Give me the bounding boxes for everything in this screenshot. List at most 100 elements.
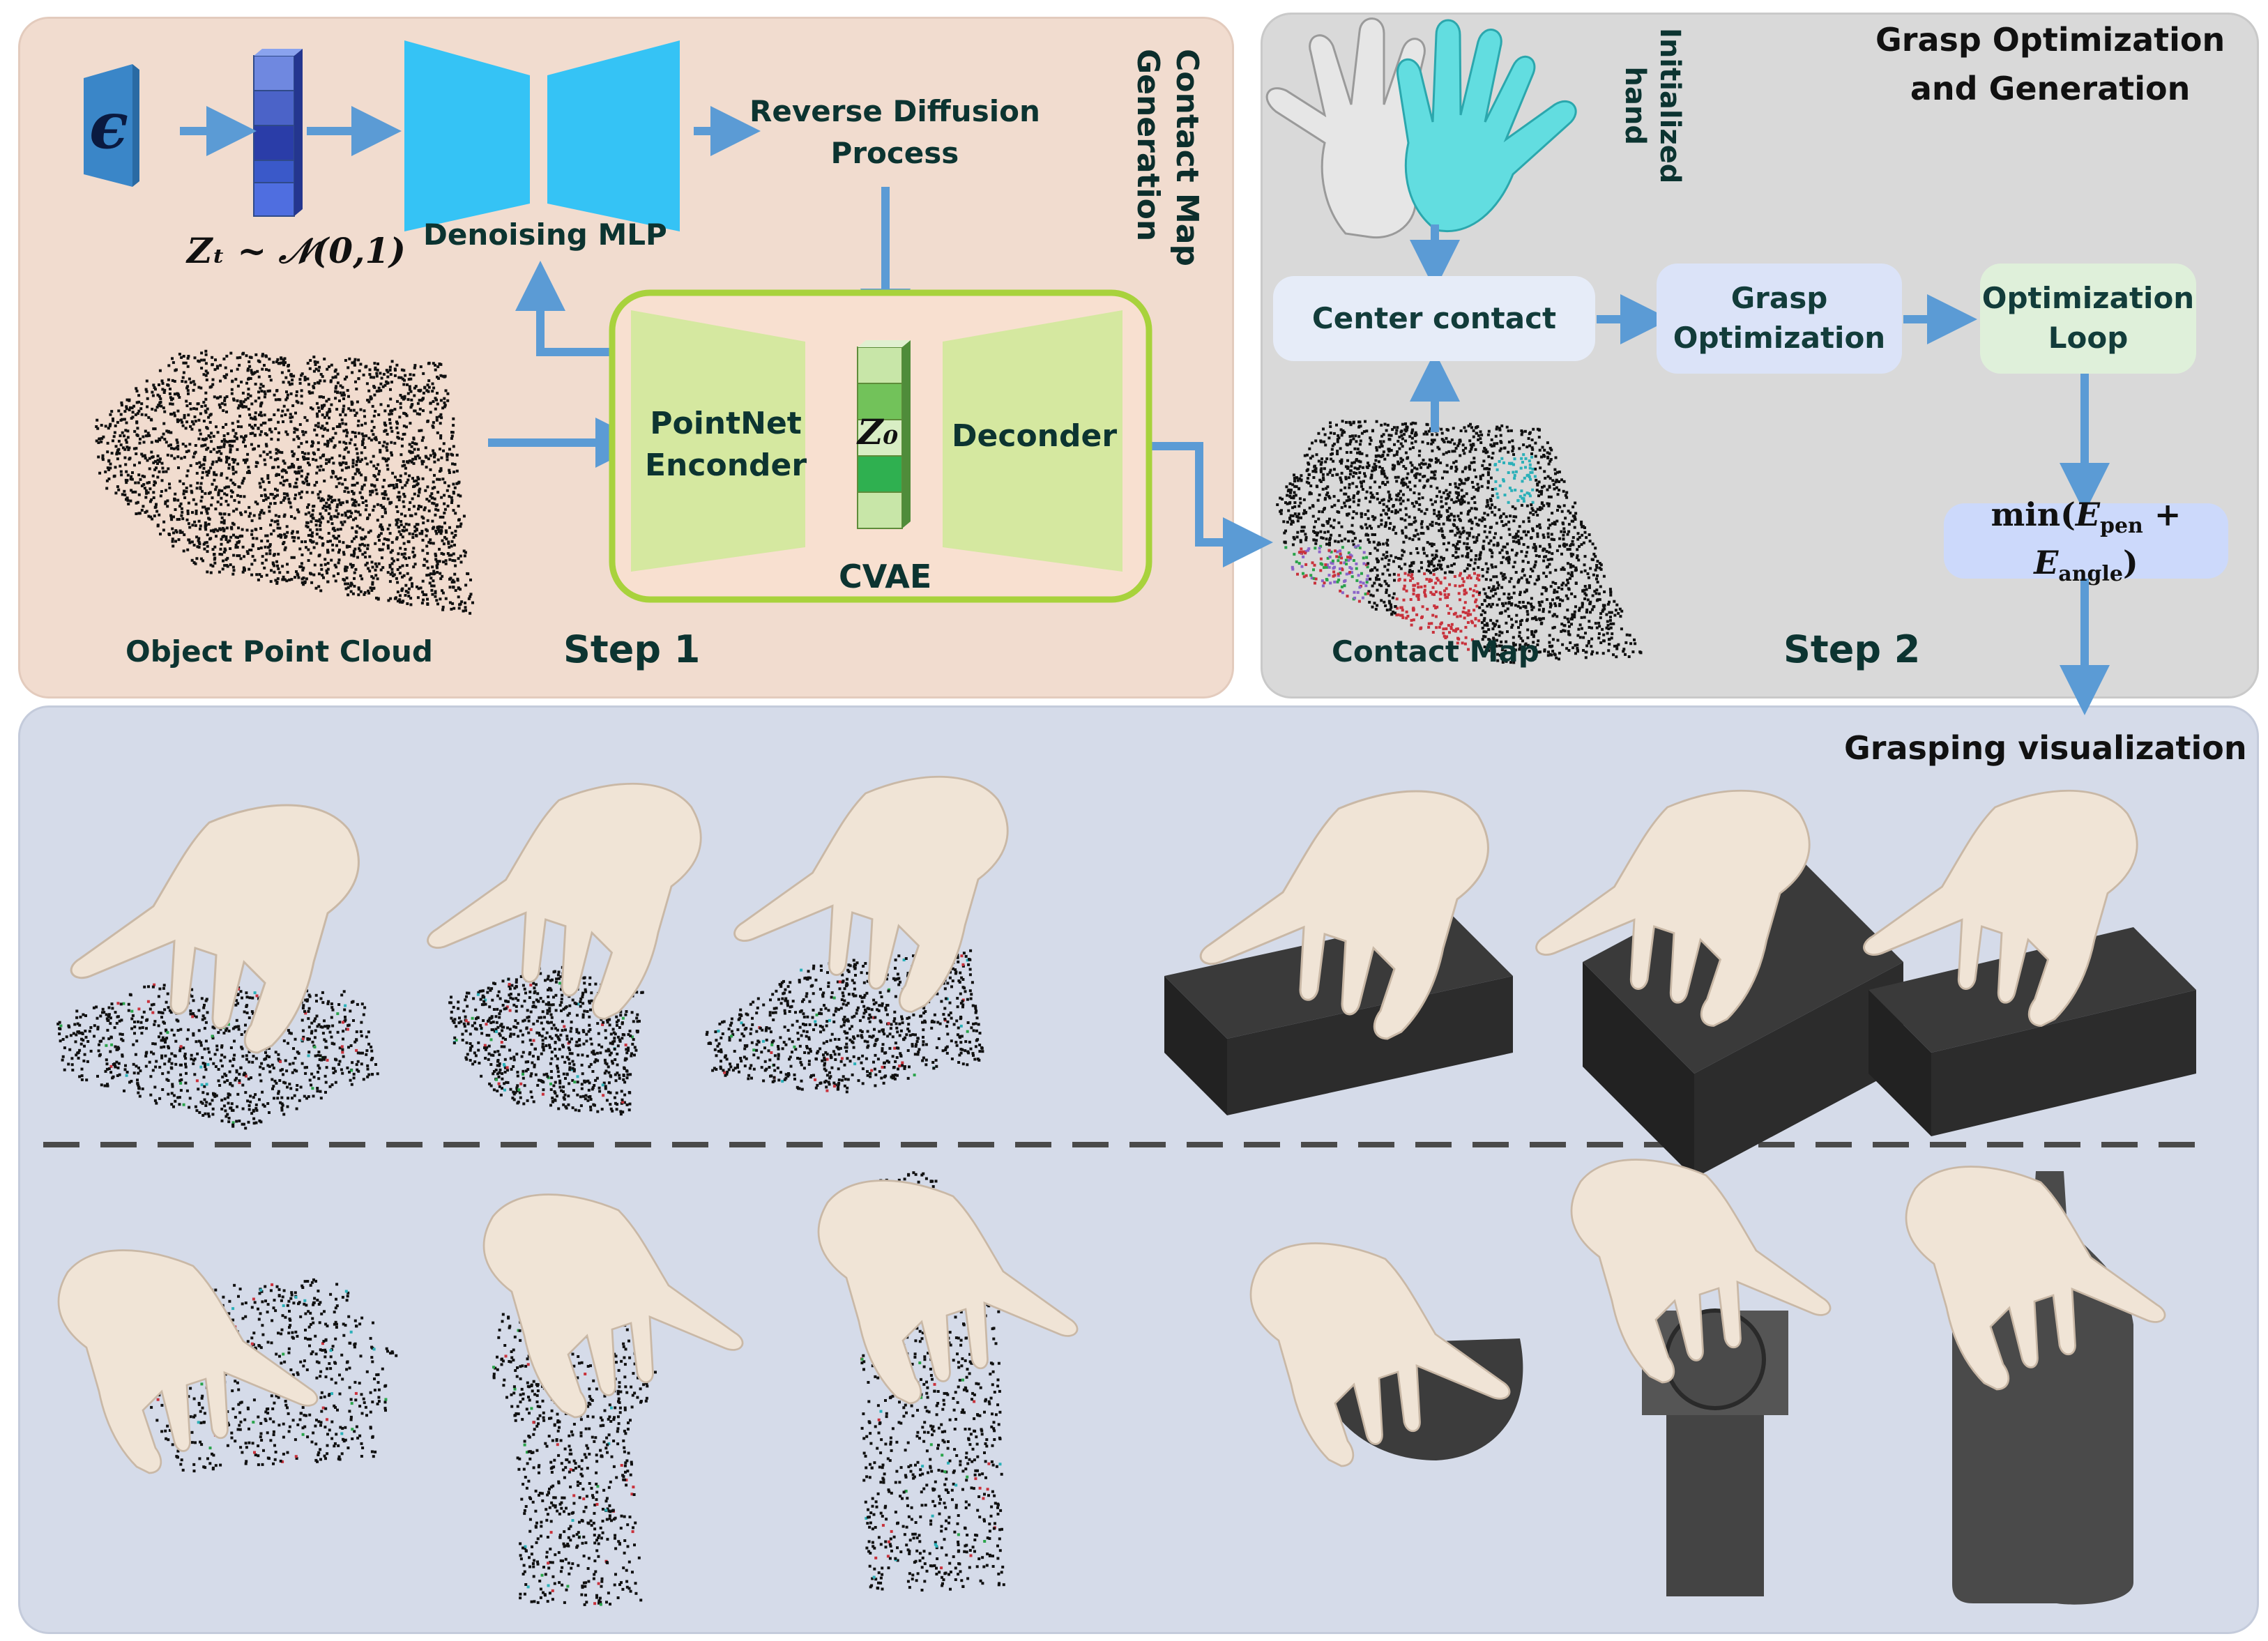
point — [411, 585, 413, 588]
point — [220, 516, 224, 519]
visualization-panel — [18, 705, 2259, 1634]
point — [1286, 494, 1289, 497]
point — [1539, 491, 1543, 494]
point — [1466, 567, 1469, 570]
point — [376, 519, 379, 522]
point — [1456, 444, 1460, 448]
point — [275, 448, 278, 451]
point — [153, 468, 157, 471]
point — [273, 502, 277, 505]
point — [1608, 600, 1611, 604]
point — [321, 375, 324, 379]
point — [146, 434, 149, 438]
point — [1385, 555, 1389, 558]
point — [1463, 452, 1466, 455]
point — [1463, 482, 1466, 485]
point — [412, 565, 416, 569]
point — [1548, 605, 1552, 609]
point — [386, 375, 390, 379]
point — [265, 574, 268, 577]
point — [1438, 523, 1441, 526]
point — [1412, 589, 1415, 593]
point — [442, 442, 446, 445]
point — [229, 351, 233, 355]
point — [1442, 522, 1445, 526]
point — [370, 429, 374, 432]
point — [425, 593, 428, 597]
point — [360, 473, 363, 477]
point — [308, 367, 312, 370]
point — [1410, 432, 1413, 435]
point — [128, 409, 131, 411]
point — [332, 461, 335, 465]
point — [245, 528, 249, 532]
point — [388, 484, 390, 487]
point — [137, 481, 140, 484]
point — [1384, 556, 1387, 560]
point — [377, 562, 381, 565]
point — [286, 393, 289, 397]
point — [167, 378, 170, 381]
point — [1424, 593, 1427, 597]
point — [357, 358, 360, 362]
point — [1591, 542, 1595, 546]
point — [1585, 611, 1588, 614]
point — [146, 491, 150, 494]
point — [1359, 439, 1362, 443]
point — [1430, 563, 1433, 566]
point — [1410, 436, 1414, 440]
point — [254, 411, 257, 415]
point — [1482, 634, 1486, 638]
point — [1533, 630, 1537, 634]
point — [1413, 466, 1416, 470]
point — [220, 473, 223, 477]
point — [347, 582, 350, 586]
point — [1496, 543, 1500, 547]
point — [1530, 597, 1533, 600]
point — [1420, 526, 1424, 529]
point — [1317, 459, 1321, 463]
point — [1542, 549, 1545, 552]
point — [411, 582, 413, 586]
point — [171, 379, 174, 382]
point — [1512, 471, 1515, 474]
point — [1276, 503, 1279, 506]
point — [1422, 432, 1426, 436]
point — [1543, 547, 1546, 551]
point — [126, 473, 130, 477]
point — [284, 430, 288, 434]
point — [1388, 494, 1392, 497]
point — [1333, 580, 1337, 583]
point — [1558, 537, 1562, 540]
point — [432, 452, 436, 455]
point — [418, 457, 421, 459]
point — [1548, 563, 1551, 566]
point — [130, 489, 133, 492]
point — [1495, 521, 1498, 525]
point — [114, 424, 117, 427]
point — [1427, 622, 1431, 625]
point — [1560, 530, 1563, 533]
point — [417, 478, 420, 480]
point — [422, 598, 425, 602]
point — [1574, 652, 1577, 655]
point — [464, 551, 467, 554]
point — [195, 535, 199, 539]
point — [156, 459, 160, 462]
point — [408, 388, 411, 391]
point — [413, 364, 417, 367]
point — [370, 460, 373, 464]
point — [1516, 530, 1520, 533]
point — [1495, 425, 1499, 429]
point — [374, 436, 378, 439]
point — [289, 466, 292, 469]
point — [402, 383, 406, 386]
point — [289, 416, 292, 420]
point — [1292, 535, 1295, 539]
point — [151, 407, 154, 411]
point — [1371, 568, 1374, 572]
point — [169, 443, 172, 447]
point — [389, 551, 393, 554]
point — [429, 411, 432, 414]
point — [1456, 542, 1459, 546]
